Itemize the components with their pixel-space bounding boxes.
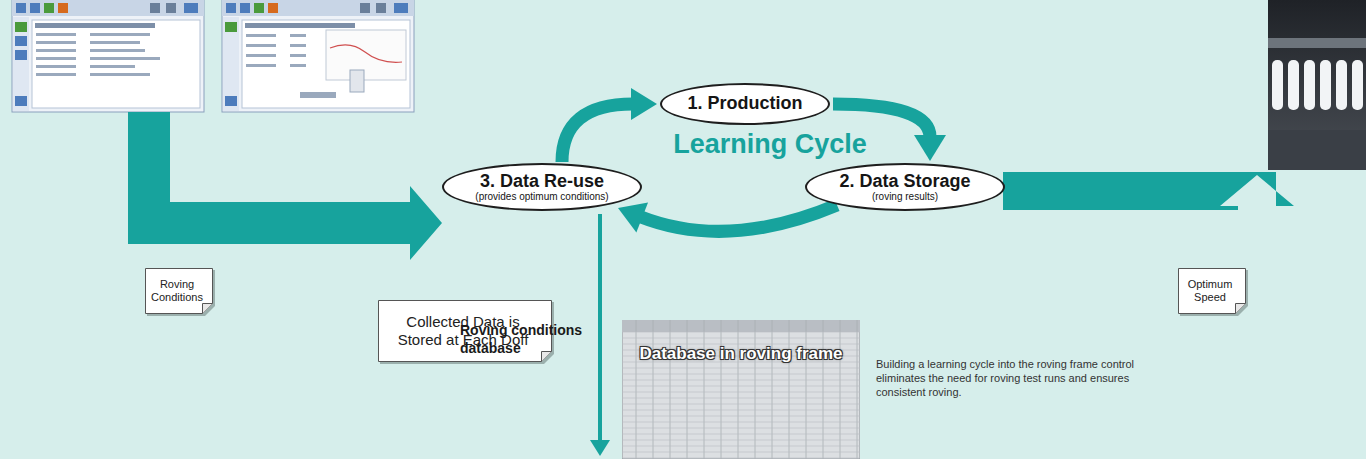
sheet-gridline bbox=[622, 368, 860, 369]
database-label: Roving conditions database bbox=[460, 322, 590, 357]
spreadsheet-picture bbox=[622, 320, 860, 459]
node-subtext: (roving results) bbox=[872, 191, 938, 202]
arrow-line bbox=[562, 104, 633, 162]
node-text: 3. Data Re-use bbox=[480, 172, 604, 192]
note-card: Roving Conditions bbox=[145, 268, 215, 316]
arrow-head bbox=[618, 203, 648, 233]
note-fold bbox=[1236, 304, 1246, 314]
flow-arrow bbox=[128, 112, 442, 260]
node-text: 2. Data Storage bbox=[839, 172, 970, 192]
node-text: 1. Production bbox=[687, 94, 802, 114]
note-body bbox=[146, 269, 213, 314]
sheet-gridline bbox=[622, 446, 860, 447]
sheet-gridline bbox=[772, 320, 773, 459]
node-text: Optimum Speed bbox=[1185, 278, 1235, 304]
sheet-gridline bbox=[704, 320, 705, 459]
sheet-gridline bbox=[622, 440, 860, 441]
sheet-gridline bbox=[622, 452, 860, 453]
sheet-gridline bbox=[687, 320, 688, 459]
screenshot bbox=[12, 0, 204, 112]
sheet-gridline bbox=[622, 338, 860, 339]
note-fold bbox=[542, 352, 552, 362]
sheet-gridline bbox=[670, 320, 671, 459]
sheet-gridline bbox=[622, 380, 860, 381]
sheet-gridline bbox=[721, 320, 722, 459]
sheet-gridline bbox=[738, 320, 739, 459]
sheet-gridline bbox=[823, 320, 824, 459]
cycle-title: Learning Cycle bbox=[673, 128, 867, 162]
down-arrow bbox=[590, 214, 610, 456]
roving-frame-photo bbox=[1268, 0, 1366, 170]
sheet-gridline bbox=[622, 416, 860, 417]
sheet-gridline bbox=[622, 386, 860, 387]
sheet-gridline bbox=[622, 404, 860, 405]
sheet-gridline bbox=[857, 320, 858, 459]
arrow-line bbox=[640, 205, 837, 231]
node-text: Roving Conditions bbox=[151, 278, 203, 304]
sheet-gridline bbox=[840, 320, 841, 459]
sheet-gridline bbox=[622, 428, 860, 429]
arrow-head bbox=[631, 88, 657, 120]
sheet-gridline bbox=[622, 434, 860, 435]
sheet-gridline bbox=[806, 320, 807, 459]
note-fold bbox=[203, 304, 213, 314]
sheet-gridline bbox=[622, 392, 860, 393]
sheet-gridline bbox=[636, 320, 637, 459]
sheet-gridline bbox=[653, 320, 654, 459]
node-subtext: (provides optimum conditions) bbox=[475, 191, 608, 202]
sheet-ground bbox=[622, 320, 860, 459]
sheet-gridline bbox=[622, 398, 860, 399]
arrow-head bbox=[914, 135, 946, 161]
sheet-gridline bbox=[622, 374, 860, 375]
database-image: Database in roving frame bbox=[622, 320, 860, 459]
cycle-arrow bbox=[618, 203, 837, 233]
sheet-gridline bbox=[622, 410, 860, 411]
note-body bbox=[1179, 269, 1246, 314]
note-card: Optimum Speed bbox=[1178, 268, 1248, 316]
screenshot bbox=[222, 0, 414, 112]
cycle-step-ellipse: 3. Data Re-use(provides optimum conditio… bbox=[442, 163, 642, 211]
node-text: Database in roving frame bbox=[639, 344, 842, 364]
sheet-header bbox=[622, 320, 860, 332]
cycle-arrow bbox=[562, 88, 657, 162]
sheet-gridline bbox=[622, 422, 860, 423]
cycle-step-ellipse: 1. Production bbox=[660, 83, 830, 125]
sheet-gridline bbox=[622, 332, 860, 333]
sheet-gridline bbox=[789, 320, 790, 459]
caption-note: Building a learning cycle into the rovin… bbox=[876, 358, 1168, 399]
flow-arrow bbox=[1003, 172, 1294, 210]
sheet-gridline bbox=[622, 458, 860, 459]
cycle-step-ellipse: 2. Data Storage(roving results) bbox=[805, 163, 1005, 211]
sheet-gridline bbox=[755, 320, 756, 459]
